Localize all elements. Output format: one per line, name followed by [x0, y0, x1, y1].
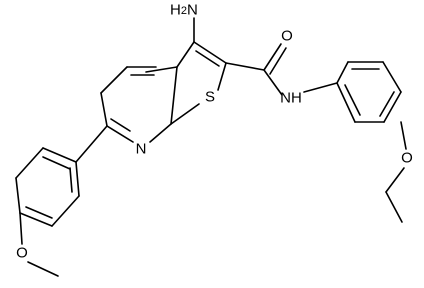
bond — [19, 212, 23, 245]
atom-label-amide-nh: NH — [280, 90, 302, 107]
bond-carbonyl — [263, 43, 282, 71]
methoxyphenyl-ring — [15, 125, 108, 227]
bond — [106, 125, 134, 143]
pyridine-ring — [100, 66, 178, 143]
bond — [382, 61, 402, 93]
bond-double-inner — [344, 84, 361, 116]
atom-label-carbonyl-oxygen: O — [281, 28, 293, 45]
bond — [100, 66, 128, 94]
carboxamide-group — [225, 43, 338, 96]
atom-label-amine-h: H2N — [170, 2, 198, 19]
bond — [303, 82, 338, 93]
bond-double-inner — [195, 50, 220, 67]
bond — [15, 147, 44, 179]
bond — [149, 123, 172, 143]
bond — [336, 61, 349, 84]
bond — [51, 195, 80, 227]
bond — [217, 62, 227, 91]
bond-carbonyl — [269, 47, 287, 75]
bond-double-inner — [379, 91, 395, 117]
bond — [170, 66, 178, 125]
bond — [19, 212, 53, 227]
bond — [263, 69, 283, 96]
bond — [385, 191, 403, 223]
atom-label-ether-oxygen: O — [401, 150, 413, 167]
bond — [100, 92, 108, 127]
methoxy-group — [19, 212, 59, 277]
bond — [27, 261, 59, 277]
bond-double-inner — [110, 118, 131, 132]
ethoxy-group — [385, 121, 407, 223]
atom-label-sulfur: S — [205, 89, 215, 106]
bond — [193, 41, 227, 64]
thiophene-ring — [170, 41, 227, 125]
bond-double-inner — [42, 156, 71, 170]
bond — [145, 66, 178, 73]
bond — [176, 41, 195, 68]
bond — [42, 147, 77, 163]
atom-label-methoxy-oxygen: O — [16, 245, 28, 262]
bond — [400, 121, 407, 150]
atom-label-pyridine-nitrogen: N — [136, 141, 147, 158]
bond — [75, 161, 80, 197]
bond — [225, 62, 265, 71]
bond — [15, 177, 21, 214]
bond — [385, 167, 405, 193]
bond — [170, 103, 200, 125]
bond — [336, 82, 356, 123]
bond-double-inner — [25, 206, 53, 219]
bond — [383, 91, 402, 123]
ethoxyphenyl-ring — [336, 61, 402, 123]
bond — [75, 125, 108, 163]
bond-double-inner — [69, 167, 73, 193]
